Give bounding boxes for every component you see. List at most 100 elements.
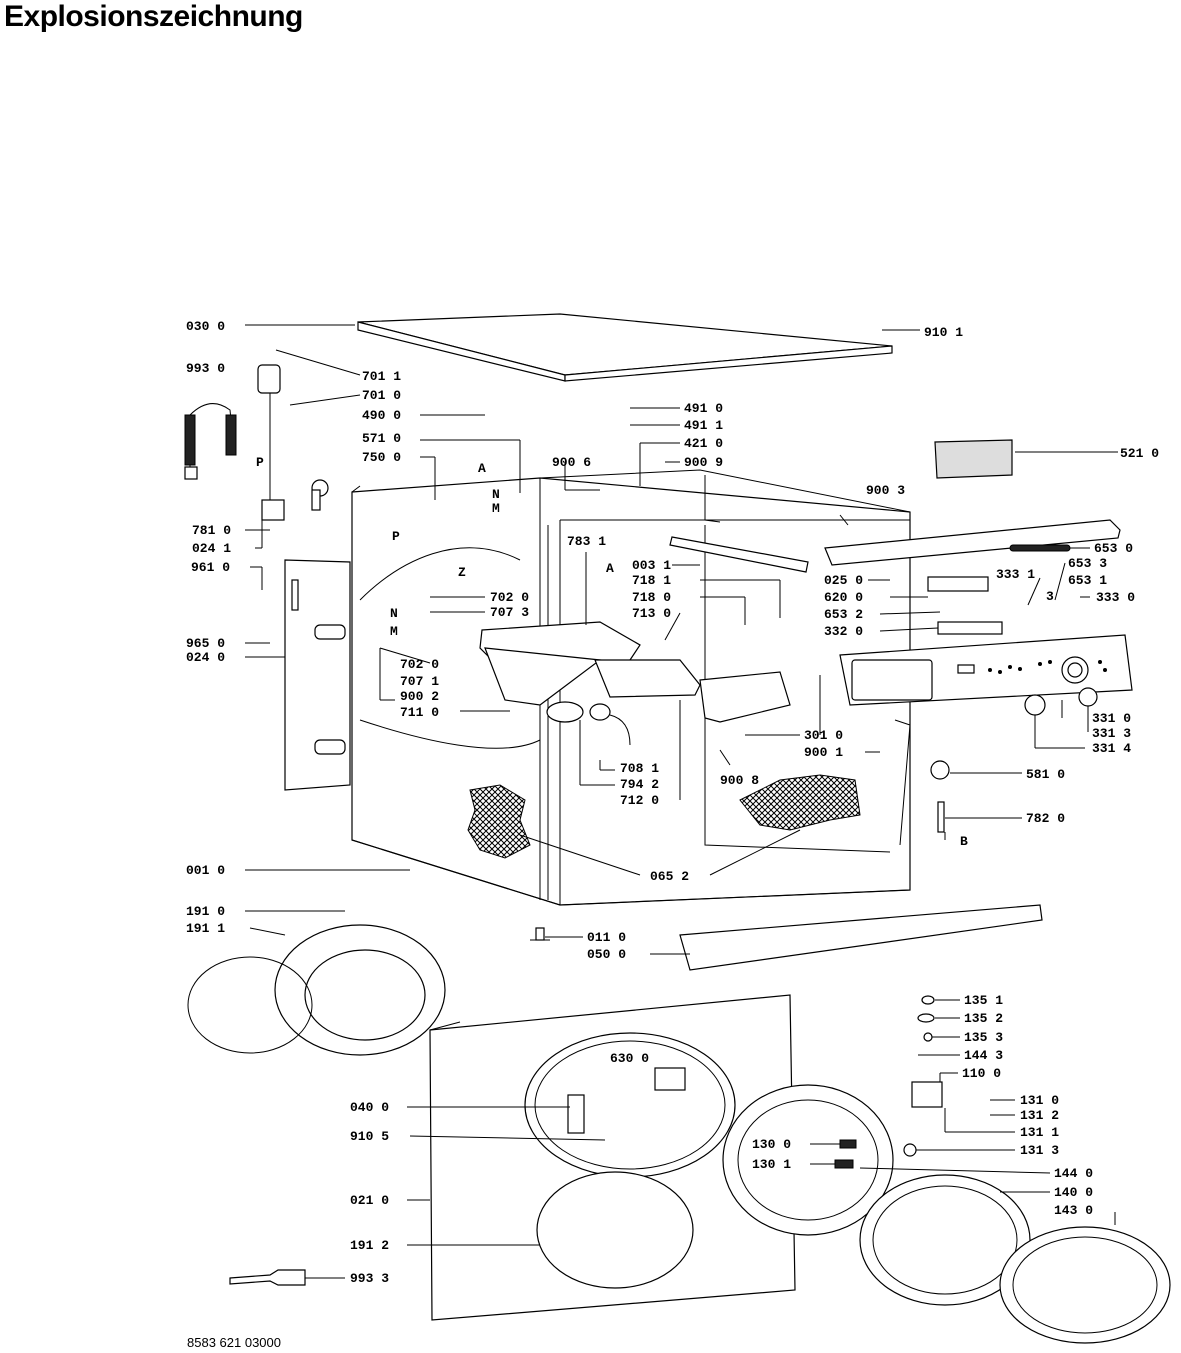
letter-markers: P A N M P Z A N M B 3 [256,455,1054,849]
part-label: 620 0 [824,590,863,605]
part-label: 653 0 [1094,541,1133,556]
part-label: 144 3 [964,1048,1003,1063]
marker-letter: N [492,487,500,502]
part-label: 191 1 [186,921,225,936]
part-label: 130 1 [752,1157,791,1172]
part-label: 750 0 [362,450,401,465]
part-label: 910 5 [350,1129,389,1144]
part-label: 332 0 [824,624,863,639]
part-label: 910 1 [924,325,963,340]
marker-letter: N [390,606,398,621]
part-label: 900 9 [684,455,723,470]
back-panel [284,559,351,791]
part-label: 003 1 [632,558,671,573]
part-label: 900 3 [866,483,905,498]
part-label: 701 0 [362,388,401,403]
part-label: 191 0 [186,904,225,919]
part-label: 993 3 [350,1271,389,1286]
part-label: 143 0 [1054,1203,1093,1218]
part-label: 140 0 [1054,1185,1093,1200]
part-label: 131 0 [1020,1093,1059,1108]
part-label: 490 0 [362,408,401,423]
part-label: 021 0 [350,1193,389,1208]
leader-lines [245,324,1118,1279]
part-label: 065 2 [650,869,689,884]
part-label: 024 0 [186,650,225,665]
electronic-module [934,439,1013,479]
part-label: 301 0 [804,728,843,743]
part-label: 144 0 [1054,1166,1093,1181]
part-label: 900 2 [400,689,439,704]
part-label: 653 1 [1068,573,1107,588]
parts-drawing [184,313,1171,1344]
part-label: 011 0 [587,930,626,945]
part-label: 900 1 [804,745,843,760]
marker-letter: A [606,561,614,576]
part-label: 961 0 [191,560,230,575]
part-labels: 030 0 910 1 993 0 701 1 701 0 490 0 491 … [186,319,1159,1286]
part-label: 782 0 [1026,811,1065,826]
part-label: 131 3 [1020,1143,1059,1158]
part-label: 050 0 [587,947,626,962]
part-label: 130 0 [752,1137,791,1152]
part-label: 707 3 [490,605,529,620]
control-panel [839,634,1133,706]
plinth [679,904,1043,971]
part-label: 718 0 [632,590,671,605]
part-label: 653 2 [824,607,863,622]
part-label: 783 1 [567,534,606,549]
part-label: 331 0 [1092,711,1131,726]
part-label: 653 3 [1068,556,1107,571]
part-label: 708 1 [620,761,659,776]
part-label: 993 0 [186,361,225,376]
part-label: 491 1 [684,418,723,433]
part-label: 571 0 [362,431,401,446]
part-label: 630 0 [610,1051,649,1066]
part-label: 135 3 [964,1030,1003,1045]
part-label: 030 0 [186,319,225,334]
part-label: 333 1 [996,567,1035,582]
part-label: 581 0 [1026,767,1065,782]
part-label: 712 0 [620,793,659,808]
part-label: 131 2 [1020,1108,1059,1123]
document-number: 8583 621 03000 [187,1335,281,1350]
part-label: 702 0 [400,657,439,672]
marker-letter: A [478,461,486,476]
part-label: 025 0 [824,573,863,588]
marker-letter: M [390,624,398,639]
part-label: 781 0 [192,523,231,538]
part-label: 421 0 [684,436,723,451]
front-profile-strip [824,519,1121,566]
marker-letter: P [392,529,400,544]
part-label: 702 0 [490,590,529,605]
insulation-pad-right [739,774,861,831]
part-label: 331 3 [1092,726,1131,741]
part-label: 711 0 [400,705,439,720]
part-label: 794 2 [620,777,659,792]
part-label: 191 2 [350,1238,389,1253]
insulation-pad-left [467,784,531,859]
part-label: 135 1 [964,993,1003,1008]
marker-letter: Z [458,565,466,580]
part-label: 001 0 [186,863,225,878]
part-label: 707 1 [400,674,439,689]
part-label: 491 0 [684,401,723,416]
part-label: 965 0 [186,636,225,651]
part-label: 713 0 [632,606,671,621]
marker-letter: P [256,455,264,470]
part-label: 040 0 [350,1100,389,1115]
part-label: 333 0 [1096,590,1135,605]
page-title: Explosionszeichnung [4,0,303,33]
marker-letter: B [960,834,968,849]
part-label: 131 1 [1020,1125,1059,1140]
marker-letter: M [492,501,500,516]
part-label: 900 8 [720,773,759,788]
part-label: 331 4 [1092,741,1131,756]
part-label: 701 1 [362,369,401,384]
part-label: 521 0 [1120,446,1159,461]
part-label: 135 2 [964,1011,1003,1026]
part-label: 718 1 [632,573,671,588]
part-label: 900 6 [552,455,591,470]
part-label: 024 1 [192,541,231,556]
